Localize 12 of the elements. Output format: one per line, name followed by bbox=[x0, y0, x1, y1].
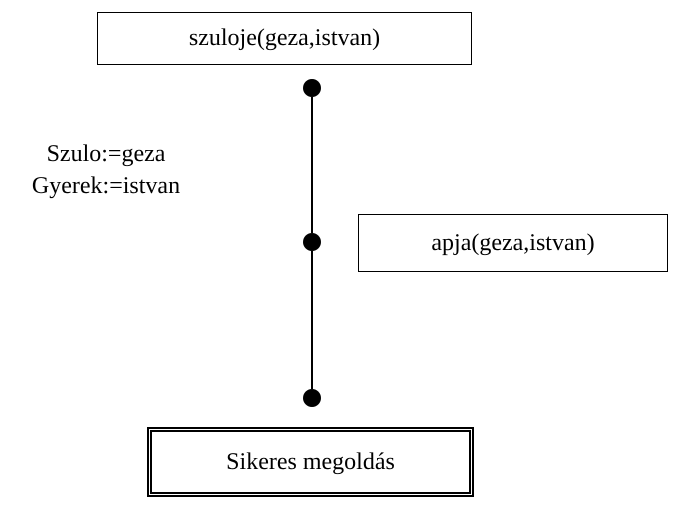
node-text: Sikeres megoldás bbox=[226, 448, 395, 476]
node-text: szuloje(geza,istvan) bbox=[188, 25, 380, 52]
node-dot bbox=[303, 389, 321, 407]
connector-line bbox=[311, 251, 313, 389]
node-dot bbox=[303, 233, 321, 251]
binding-note: Szulo:=geza Gyerek:=istvan bbox=[30, 140, 182, 201]
result-box bbox=[147, 427, 474, 497]
goal-box bbox=[97, 12, 472, 65]
node-text: apja(geza,istvan) bbox=[431, 230, 595, 256]
connector-line bbox=[311, 97, 313, 233]
goal-box bbox=[358, 214, 668, 272]
node-dot bbox=[303, 79, 321, 97]
